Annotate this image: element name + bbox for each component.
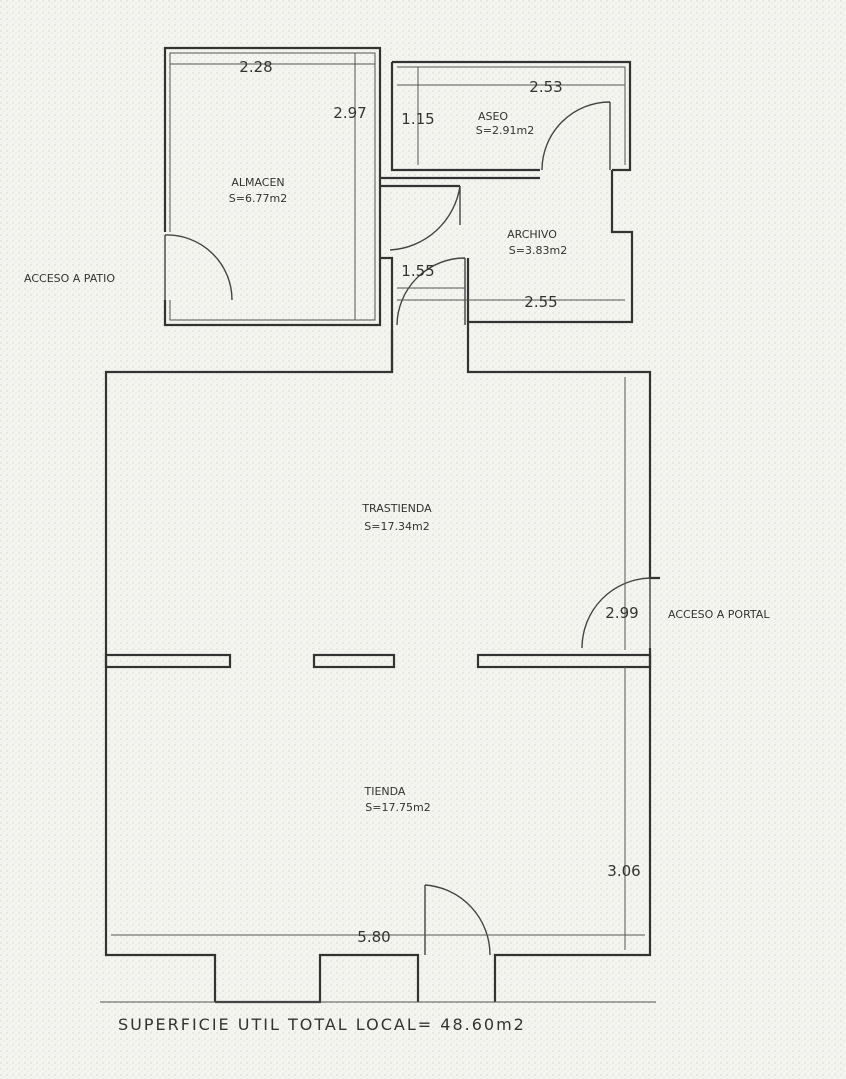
access-patio-label: ACCESO A PATIO xyxy=(24,272,115,285)
access-portal-label: ACCESO A PORTAL xyxy=(668,608,770,621)
almacen-wall-inner xyxy=(169,52,376,321)
room-name: TRASTIENDA xyxy=(361,502,432,515)
door-aseo xyxy=(541,101,611,171)
aseo-wall xyxy=(392,60,632,172)
dimension-labels: 2.28 2.97 2.53 1.15 1.55 2.55 2.99 3.06 … xyxy=(239,58,640,946)
door-patio xyxy=(164,234,233,301)
trastienda-wall-right xyxy=(466,330,660,580)
dim-portal-height: 2.99 xyxy=(605,604,638,622)
partition-right xyxy=(476,653,652,669)
dim-almacen-width: 2.28 xyxy=(239,58,272,76)
tienda-wall-right xyxy=(493,648,652,1002)
room-name: TIENDA xyxy=(364,785,406,798)
partition-left xyxy=(104,653,232,669)
aseo-wall-left xyxy=(390,62,540,172)
dim-tienda-height: 3.06 xyxy=(607,862,640,880)
dim-almacen-height: 2.97 xyxy=(333,104,366,122)
door-portal xyxy=(581,577,651,649)
doors xyxy=(164,101,651,956)
dim-archivo-width: 2.55 xyxy=(524,293,557,311)
dim-aseo-width: 2.53 xyxy=(529,78,562,96)
archivo-wall-top xyxy=(380,176,540,188)
partition-center xyxy=(312,653,396,669)
walls xyxy=(100,46,660,1004)
dim-aseo-height: 1.15 xyxy=(401,110,434,128)
aseo-wall-inner xyxy=(397,66,626,165)
room-area: S=6.77m2 xyxy=(229,192,287,205)
room-name: ASEO xyxy=(478,110,508,123)
door-passage xyxy=(396,257,466,326)
room-name: ARCHIVO xyxy=(507,228,557,241)
dim-passage-width: 1.55 xyxy=(401,262,434,280)
dimension-lines xyxy=(111,53,645,950)
total-surface: SUPERFICIE UTIL TOTAL LOCAL= 48.60m2 xyxy=(118,1015,526,1034)
dim-tienda-width: 5.80 xyxy=(357,928,390,946)
room-area: S=2.91m2 xyxy=(476,124,534,137)
door-archivo xyxy=(389,185,461,251)
door-tienda xyxy=(424,884,491,956)
archivo-wall-right xyxy=(466,170,634,330)
room-name: ALMACEN xyxy=(231,176,284,189)
room-area: S=17.75m2 xyxy=(365,801,430,814)
room-labels: ALMACEN S=6.77m2 ASEO S=2.91m2 ARCHIVO S… xyxy=(229,110,567,814)
room-area: S=3.83m2 xyxy=(509,244,567,257)
room-area: S=17.34m2 xyxy=(364,520,429,533)
